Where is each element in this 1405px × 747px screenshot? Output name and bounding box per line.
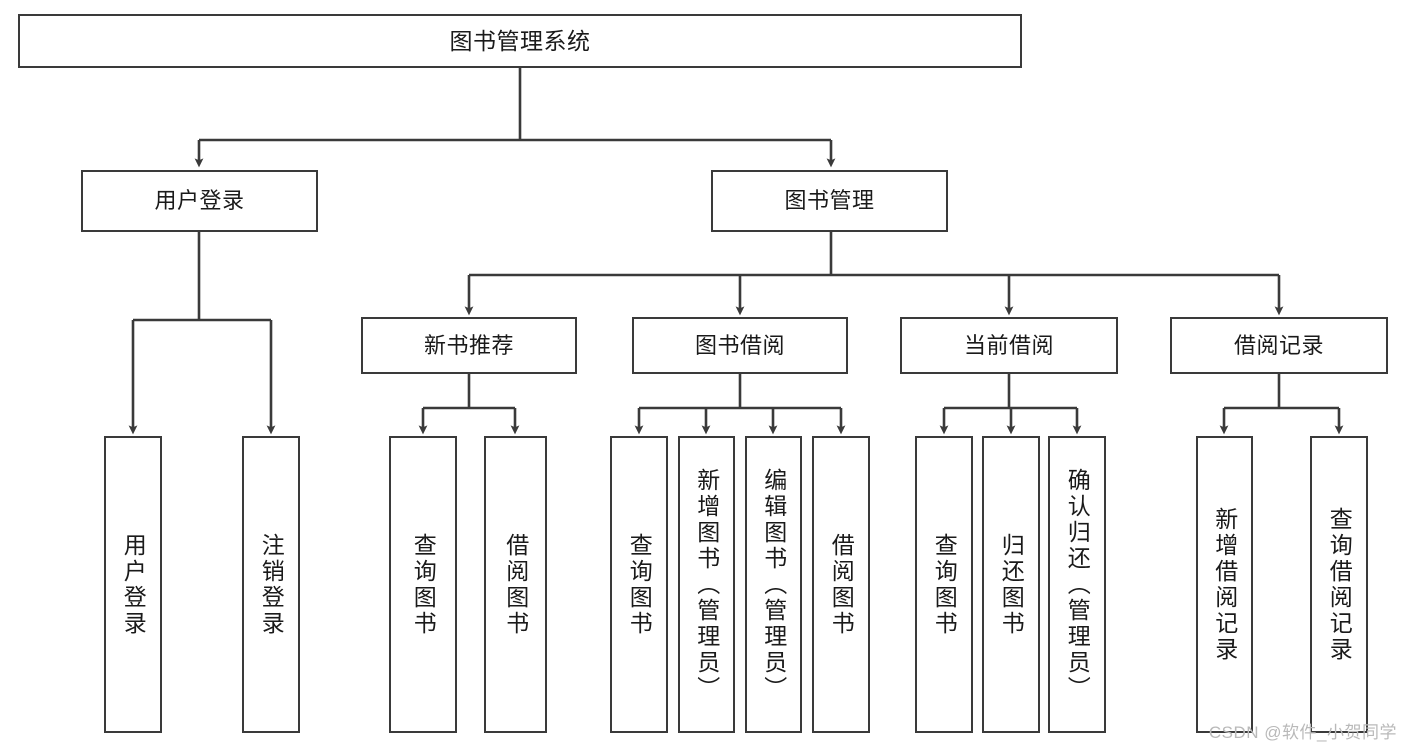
node-leaf-borrow-book-1[interactable]: 借阅图书	[484, 436, 547, 733]
node-leaf-confirm-return-label: 确认归还（管理员）	[1064, 467, 1091, 702]
node-book-borrow-label: 图书借阅	[694, 332, 785, 358]
node-leaf-query-book-1[interactable]: 查询图书	[389, 436, 457, 733]
node-leaf-user-logout[interactable]: 注销登录	[242, 436, 300, 733]
node-leaf-query-book-3-label: 查询图书	[931, 532, 958, 637]
node-borrow-record-label: 借阅记录	[1233, 332, 1324, 358]
node-book-borrow[interactable]: 图书借阅	[632, 317, 848, 374]
node-leaf-query-book-2[interactable]: 查询图书	[610, 436, 668, 733]
node-leaf-edit-book[interactable]: 编辑图书（管理员）	[745, 436, 802, 733]
node-leaf-query-book-3[interactable]: 查询图书	[915, 436, 973, 733]
node-new-book-recommend-label: 新书推荐	[423, 332, 514, 358]
node-leaf-query-record[interactable]: 查询借阅记录	[1310, 436, 1368, 733]
node-leaf-user-login-label: 用户登录	[120, 532, 147, 637]
node-leaf-user-login[interactable]: 用户登录	[104, 436, 162, 733]
node-leaf-user-logout-label: 注销登录	[258, 532, 285, 637]
node-current-borrow-label: 当前借阅	[963, 332, 1054, 358]
node-leaf-return-book[interactable]: 归还图书	[982, 436, 1040, 733]
node-leaf-add-record-label: 新增借阅记录	[1211, 506, 1238, 663]
node-borrow-record[interactable]: 借阅记录	[1170, 317, 1388, 374]
node-leaf-borrow-book-2-label: 借阅图书	[828, 532, 855, 637]
node-root[interactable]: 图书管理系统	[18, 14, 1022, 68]
node-current-borrow[interactable]: 当前借阅	[900, 317, 1118, 374]
node-leaf-add-record[interactable]: 新增借阅记录	[1196, 436, 1253, 733]
node-user-login[interactable]: 用户登录	[81, 170, 318, 232]
node-leaf-add-book-label: 新增图书（管理员）	[693, 467, 720, 702]
node-root-label: 图书管理系统	[449, 27, 591, 54]
node-user-login-label: 用户登录	[154, 188, 245, 214]
node-leaf-edit-book-label: 编辑图书（管理员）	[760, 467, 787, 702]
node-book-manage-label: 图书管理	[784, 188, 875, 214]
node-leaf-borrow-book-2[interactable]: 借阅图书	[812, 436, 870, 733]
node-leaf-query-record-label: 查询借阅记录	[1326, 506, 1353, 663]
node-leaf-confirm-return[interactable]: 确认归还（管理员）	[1048, 436, 1106, 733]
node-new-book-recommend[interactable]: 新书推荐	[361, 317, 577, 374]
node-leaf-query-book-2-label: 查询图书	[626, 532, 653, 637]
node-leaf-borrow-book-1-label: 借阅图书	[502, 532, 529, 637]
node-leaf-add-book[interactable]: 新增图书（管理员）	[678, 436, 735, 733]
node-leaf-query-book-1-label: 查询图书	[410, 532, 437, 637]
node-leaf-return-book-label: 归还图书	[998, 532, 1025, 637]
node-book-manage[interactable]: 图书管理	[711, 170, 948, 232]
